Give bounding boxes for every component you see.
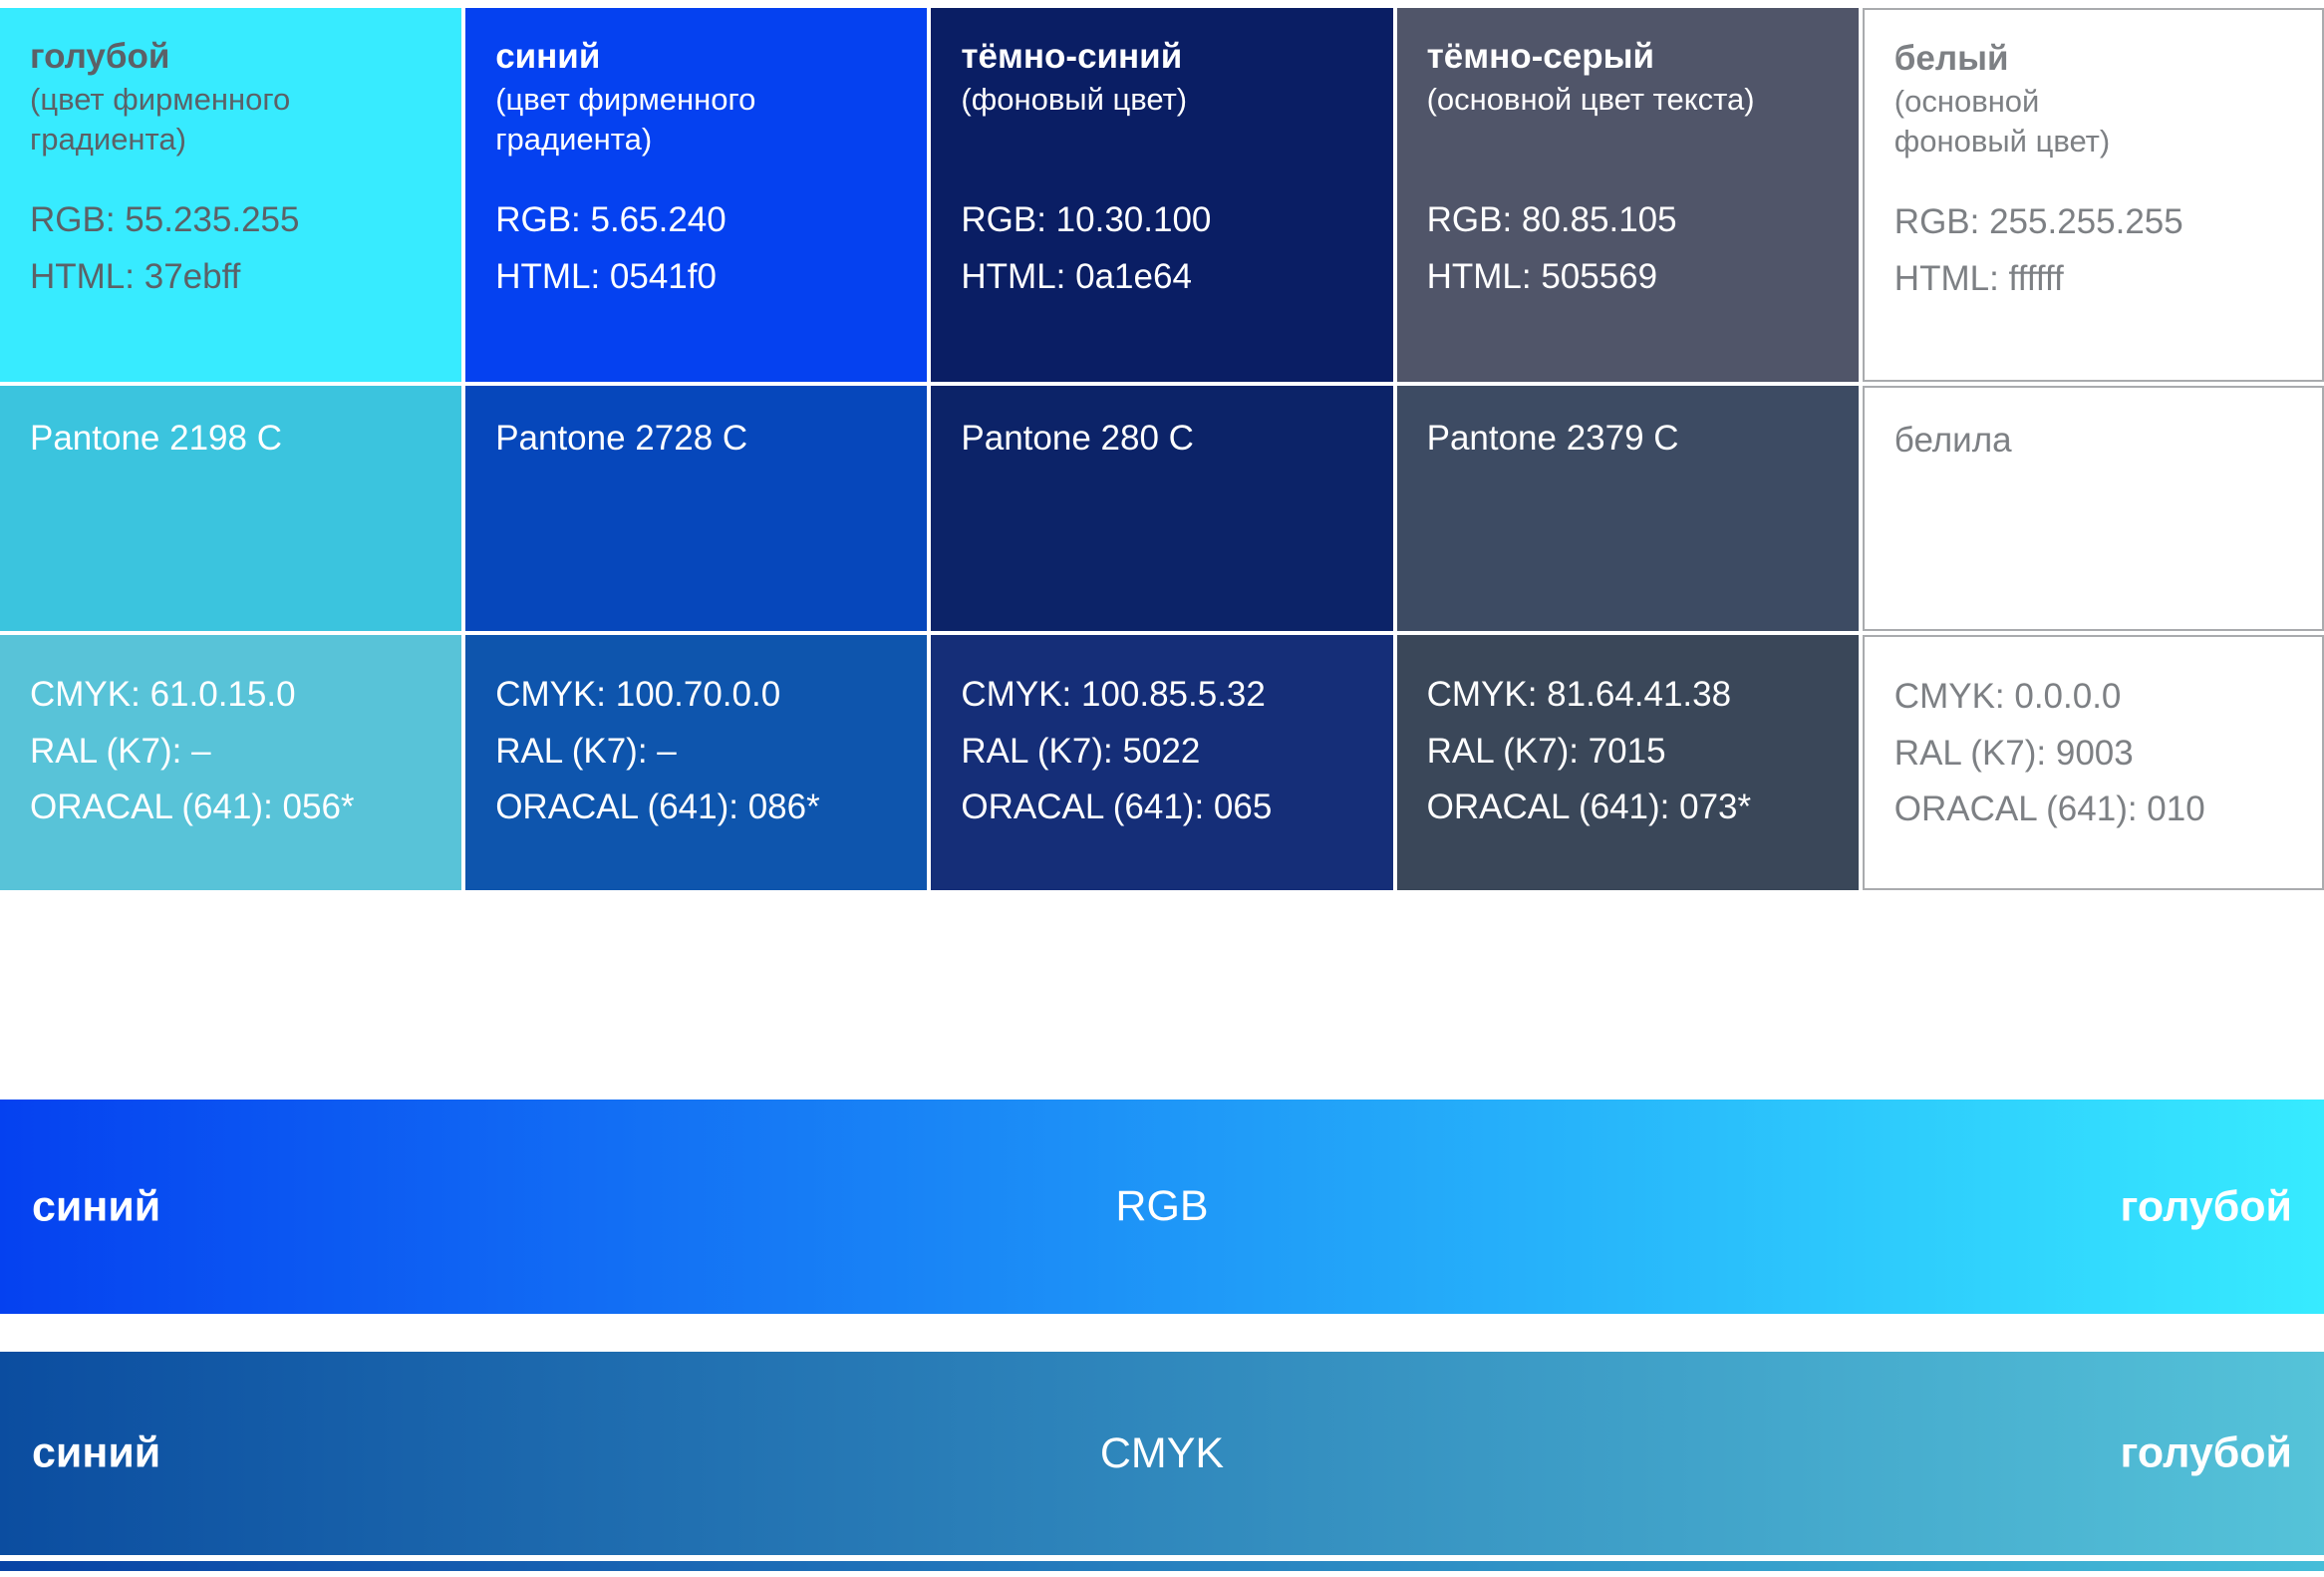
swatch-belyy-main: белый (основной фоновый цвет) RGB: 255.2… [1862,8,2324,382]
html-value: HTML: 0541f0 [495,257,717,297]
swatch-goluboy-main: голубой (цвет фирменного градиента) RGB:… [0,8,462,382]
swatch-temno-siniy-main: тёмно-синий (фоновый цвет) RGB: 10.30.10… [931,8,1393,382]
swatch-temno-seryy-main: тёмно-серый (основной цвет текста) RGB: … [1396,8,1859,382]
swatch-temno-seryy-pantone: Pantone 2379 C [1396,386,1859,631]
color-values: RGB: 10.30.100 HTML: 0a1e64 [961,191,1372,306]
html-value: HTML: 0a1e64 [961,257,1192,297]
color-subtitle: (основной цвет текста) [1426,81,1755,117]
html-value: HTML: ffffff [1893,259,2064,299]
swatch-siniy-main: синий (цвет фирменного градиента) RGB: 5… [465,8,928,382]
print-values: CMYK: 100.70.0.0 RAL (K7): – ORACAL (641… [495,661,897,836]
color-name: белый [1893,39,2009,78]
gradient-label-siniy: синий [32,1182,161,1230]
cmyk-value: CMYK: 100.70.0.0 [495,675,781,714]
gradient-label-cmyk: CMYK [1099,1428,1225,1477]
gradient-label-rgb: RGB [1115,1182,1209,1230]
color-name: тёмно-синий [961,37,1183,76]
gradient-label-goluboy: голубой [2120,1182,2292,1230]
html-value: HTML: 505569 [1426,257,1658,297]
print-values: CMYK: 81.64.41.38 RAL (K7): 7015 ORACAL … [1427,661,1829,836]
pantone-value: Pantone 2728 C [495,419,748,458]
rgb-value: RGB: 10.30.100 [961,200,1212,239]
swatch-goluboy-pantone: Pantone 2198 C [0,386,462,631]
swatch-temno-seryy-print: CMYK: 81.64.41.38 RAL (K7): 7015 ORACAL … [1396,635,1859,890]
swatch-siniy-pantone: Pantone 2728 C [465,386,928,631]
oracal-value: ORACAL (641): 010 [1893,789,2205,829]
rgb-value: RGB: 255.255.255 [1893,202,2183,241]
color-palette-table: голубой (цвет фирменного градиента) RGB:… [0,8,2324,890]
color-values: RGB: 255.255.255 HTML: ffffff [1894,193,2302,308]
swatch-belyy-pantone: белила [1862,386,2324,631]
gradient-label-siniy: синий [32,1428,161,1477]
pantone-value: белила [1893,421,2012,460]
swatch-goluboy-print: CMYK: 61.0.15.0 RAL (K7): – ORACAL (641)… [0,635,462,890]
cmyk-value: CMYK: 100.85.5.32 [961,675,1266,714]
print-values: CMYK: 0.0.0.0 RAL (K7): 9003 ORACAL (641… [1894,663,2292,838]
color-values: RGB: 5.65.240 HTML: 0541f0 [495,191,907,306]
oracal-value: ORACAL (641): 073* [1426,788,1752,827]
rgb-value: RGB: 80.85.105 [1426,200,1677,239]
gradient-bar-rgb: синий RGB голубой [0,1100,2324,1314]
pantone-value: Pantone 2198 C [30,419,282,458]
oracal-value: ORACAL (641): 056* [30,788,355,827]
ral-value: RAL (K7): 9003 [1893,733,2134,773]
gradient-bar-cutoff [0,1561,2324,1571]
ral-value: RAL (K7): – [495,731,677,771]
gradient-label-goluboy: голубой [2120,1428,2292,1477]
print-values: CMYK: 100.85.5.32 RAL (K7): 5022 ORACAL … [961,661,1362,836]
pantone-value: Pantone 280 C [961,419,1194,458]
cmyk-value: CMYK: 81.64.41.38 [1426,675,1732,714]
color-values: RGB: 55.235.255 HTML: 37ebff [30,191,441,306]
color-subtitle: (фоновый цвет) [961,81,1188,117]
color-subtitle: (цвет фирменного градиента) [495,81,756,157]
oracal-value: ORACAL (641): 086* [495,788,820,827]
color-subtitle: (цвет фирменного градиента) [30,81,291,157]
rgb-value: RGB: 5.65.240 [495,200,726,239]
color-values: RGB: 80.85.105 HTML: 505569 [1427,191,1839,306]
color-name: синий [495,37,601,76]
swatch-belyy-print: CMYK: 0.0.0.0 RAL (K7): 9003 ORACAL (641… [1862,635,2324,890]
oracal-value: ORACAL (641): 065 [961,788,1273,827]
cmyk-value: CMYK: 61.0.15.0 [30,675,296,714]
swatch-temno-siniy-print: CMYK: 100.85.5.32 RAL (K7): 5022 ORACAL … [931,635,1393,890]
gradient-bar-cmyk: синий CMYK голубой [0,1352,2324,1555]
color-name: голубой [30,37,170,76]
ral-value: RAL (K7): – [30,731,211,771]
color-name: тёмно-серый [1426,37,1654,76]
html-value: HTML: 37ebff [30,257,241,297]
cmyk-value: CMYK: 0.0.0.0 [1893,677,2122,716]
swatch-temno-siniy-pantone: Pantone 280 C [931,386,1393,631]
pantone-value: Pantone 2379 C [1426,419,1679,458]
ral-value: RAL (K7): 5022 [961,731,1201,771]
swatch-siniy-print: CMYK: 100.70.0.0 RAL (K7): – ORACAL (641… [465,635,928,890]
print-values: CMYK: 61.0.15.0 RAL (K7): – ORACAL (641)… [30,661,432,836]
ral-value: RAL (K7): 7015 [1426,731,1666,771]
rgb-value: RGB: 55.235.255 [30,200,300,239]
color-subtitle: (основной фоновый цвет) [1893,83,2111,158]
